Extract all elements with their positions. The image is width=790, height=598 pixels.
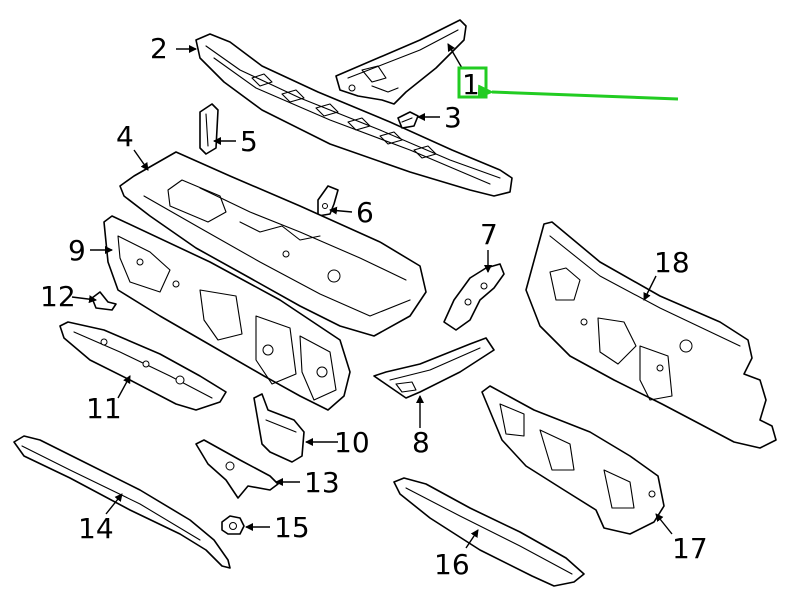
part-1-bracket <box>335 19 467 105</box>
part-14-lower-rail <box>13 435 231 569</box>
highlight-arrow <box>477 84 679 101</box>
part-6-bracket <box>317 185 339 217</box>
part-2-cowl-upper-panel <box>195 33 513 197</box>
callout-1: 1 <box>462 68 480 101</box>
callout-14: 14 <box>78 512 114 545</box>
leader-lines <box>71 43 673 549</box>
callout-13: 13 <box>304 466 340 499</box>
callout-9: 9 <box>68 234 86 267</box>
callout-15: 15 <box>274 511 310 544</box>
callout-11: 11 <box>86 392 122 425</box>
callout-5: 5 <box>240 125 258 158</box>
highlight-annotation <box>457 66 679 101</box>
callout-labels: 1 2 3 4 5 6 7 8 9 10 11 12 13 14 15 16 1… <box>40 32 708 581</box>
part-13-bracket <box>195 439 279 499</box>
callout-2: 2 <box>150 32 168 65</box>
part-5-bracket <box>199 103 219 155</box>
part-12-clip <box>91 291 117 311</box>
callout-12: 12 <box>40 280 76 313</box>
callout-17: 17 <box>672 532 708 565</box>
part-8-channel <box>373 337 495 399</box>
callout-18: 18 <box>654 246 690 279</box>
part-17-insulator <box>481 385 665 535</box>
highlight-box <box>457 66 488 99</box>
callout-7: 7 <box>480 218 498 251</box>
part-10-panel <box>253 393 305 463</box>
part-7-side-bracket <box>443 263 505 331</box>
part-9-dash-panel <box>103 215 351 411</box>
callout-4: 4 <box>116 120 134 153</box>
part-15-nut <box>221 515 245 535</box>
callout-6: 6 <box>356 196 374 229</box>
callout-3: 3 <box>444 101 462 134</box>
part-4-cowl-lower-panel <box>119 151 427 337</box>
part-18-right-dash-panel <box>525 221 777 449</box>
part-11-reinforcement <box>59 321 227 411</box>
part-3-clip <box>397 111 419 129</box>
callout-10: 10 <box>334 426 370 459</box>
callout-16: 16 <box>434 548 470 581</box>
part-16-lower-bar <box>393 477 585 587</box>
callout-8: 8 <box>412 426 430 459</box>
